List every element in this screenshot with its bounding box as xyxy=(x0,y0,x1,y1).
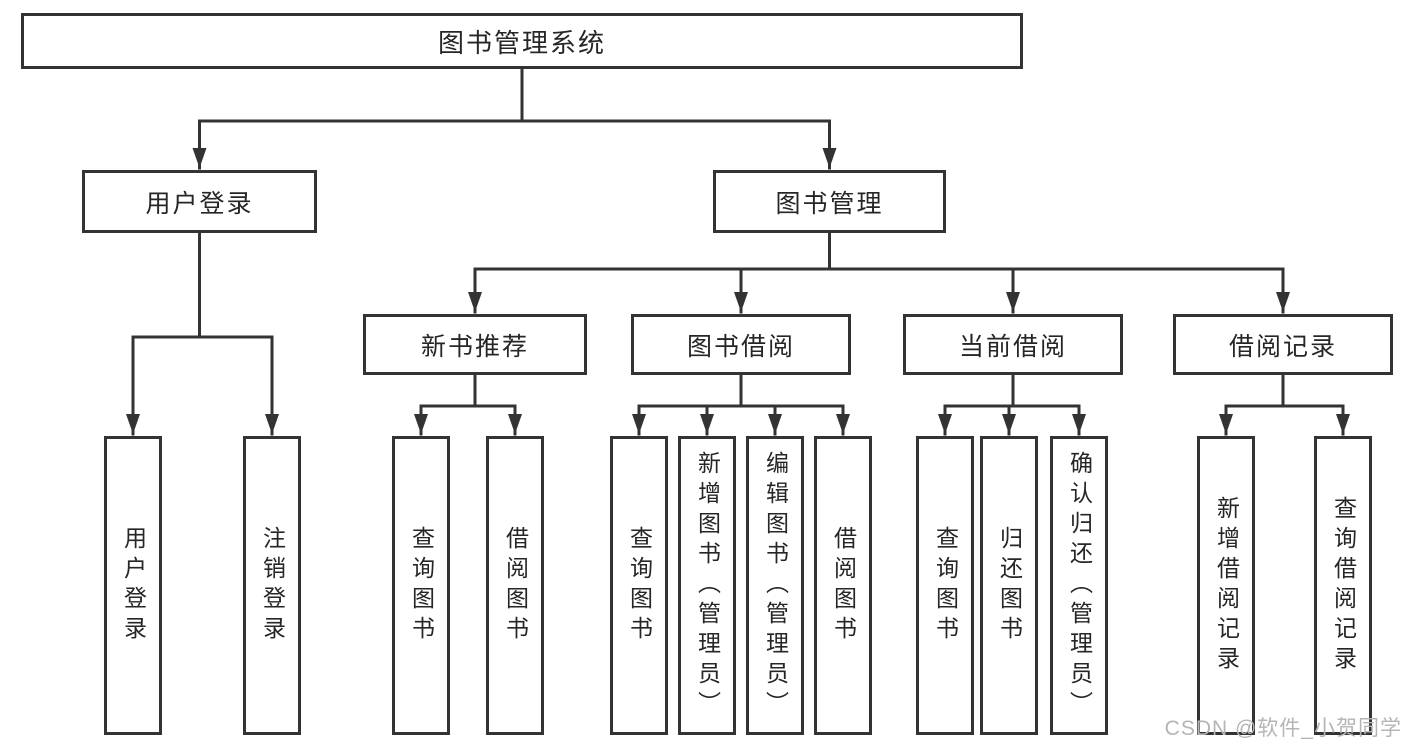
connector-book-mgmt-to-level3 xyxy=(468,231,1290,314)
leaf-nbr-borrow-book-label: 借阅图书 xyxy=(502,525,529,646)
leaf-user-login-label: 用户登录 xyxy=(120,525,147,646)
leaf-nbr-query-book: 查询图书 xyxy=(392,436,450,735)
leaf-bb-add-book-admin: 新增图书（管理员） xyxy=(678,436,736,735)
node-new-book-recommendation-label: 新书推荐 xyxy=(420,332,529,361)
node-root-library-management-system: 图书管理系统 xyxy=(21,13,1023,69)
leaf-bb-edit-book-admin: 编辑图书（管理员） xyxy=(746,436,804,735)
connector-borrow-record-to-leaves xyxy=(1219,373,1350,436)
node-user-login-label: 用户登录 xyxy=(145,189,254,218)
leaf-cb-query-book-label: 查询图书 xyxy=(932,525,959,646)
leaf-cb-confirm-return-admin: 确认归还（管理员） xyxy=(1050,436,1108,735)
connector-root-to-level2 xyxy=(192,67,837,170)
node-borrowing-records-label: 借阅记录 xyxy=(1228,332,1337,361)
leaf-nbr-query-book-label: 查询图书 xyxy=(408,525,435,646)
node-book-borrowing: 图书借阅 xyxy=(631,314,851,375)
connector-book-borrow-to-leaves xyxy=(632,373,850,436)
leaf-user-login: 用户登录 xyxy=(104,436,162,735)
leaf-br-add-record: 新增借阅记录 xyxy=(1197,436,1255,735)
leaf-bb-query-book: 查询图书 xyxy=(610,436,668,735)
leaf-cb-confirm-return-admin-label: 确认归还（管理员） xyxy=(1066,450,1093,721)
node-root-label: 图书管理系统 xyxy=(437,27,606,58)
node-new-book-recommendation: 新书推荐 xyxy=(363,314,587,375)
leaf-br-query-record: 查询借阅记录 xyxy=(1314,436,1372,735)
connector-new-book-rec-to-leaves xyxy=(414,373,522,436)
leaf-bb-borrow-book: 借阅图书 xyxy=(814,436,872,735)
leaf-bb-query-book-label: 查询图书 xyxy=(626,525,653,646)
node-current-borrowing-label: 当前借阅 xyxy=(958,332,1067,361)
node-book-management-label: 图书管理 xyxy=(775,189,884,218)
leaf-nbr-borrow-book: 借阅图书 xyxy=(486,436,544,735)
node-book-borrowing-label: 图书借阅 xyxy=(686,332,795,361)
node-user-login: 用户登录 xyxy=(82,170,317,233)
leaf-cb-return-book: 归还图书 xyxy=(980,436,1038,735)
node-current-borrowing: 当前借阅 xyxy=(903,314,1123,375)
leaf-br-query-record-label: 查询借阅记录 xyxy=(1330,495,1357,676)
leaf-logout-label: 注销登录 xyxy=(259,525,286,646)
leaf-logout: 注销登录 xyxy=(243,436,301,735)
leaf-bb-add-book-admin-label: 新增图书（管理员） xyxy=(694,450,721,721)
node-book-management: 图书管理 xyxy=(713,170,946,233)
leaf-bb-edit-book-admin-label: 编辑图书（管理员） xyxy=(762,450,789,721)
leaf-bb-borrow-book-label: 借阅图书 xyxy=(830,525,857,646)
leaf-cb-query-book: 查询图书 xyxy=(916,436,974,735)
leaf-cb-return-book-label: 归还图书 xyxy=(996,525,1023,646)
csdn-watermark: CSDN @软件_小贺同学 xyxy=(1164,717,1402,740)
leaf-br-add-record-label: 新增借阅记录 xyxy=(1213,495,1240,676)
node-borrowing-records: 借阅记录 xyxy=(1173,314,1393,375)
connector-current-borrow-to-leaves xyxy=(938,373,1086,436)
connector-user-login-to-leaves xyxy=(126,231,279,436)
